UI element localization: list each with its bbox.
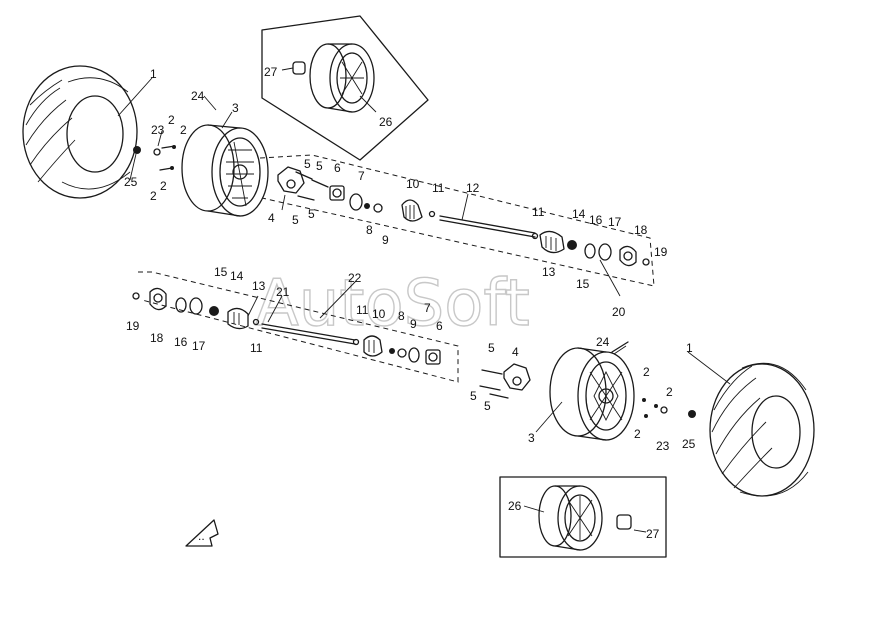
- hub-nuts-lower-right: [642, 398, 696, 418]
- upper-axle-assembly: [259, 154, 655, 287]
- callout-17: 17: [608, 215, 622, 229]
- callout-14: 14: [572, 207, 586, 221]
- callout-9: 9: [410, 317, 417, 331]
- callout-2: 2: [180, 123, 187, 137]
- callout-18: 18: [150, 331, 164, 345]
- callout-27: 27: [264, 65, 278, 79]
- callout-15: 15: [214, 265, 228, 279]
- callout-17: 17: [192, 339, 206, 353]
- callout-11: 11: [532, 205, 545, 219]
- hub-nuts-upper-left: [133, 145, 176, 171]
- callout-2: 2: [666, 385, 673, 399]
- callout-10: 10: [372, 307, 386, 321]
- callout-16: 16: [174, 335, 188, 349]
- callout-24: 24: [596, 335, 610, 349]
- callout-8: 8: [398, 309, 405, 323]
- callout-4: 4: [268, 211, 275, 225]
- callout-8: 8: [366, 223, 373, 237]
- leader-lines: [117, 67, 731, 533]
- callout-9: 9: [382, 233, 389, 247]
- callout-5: 5: [484, 399, 491, 413]
- callout-16: 16: [589, 213, 603, 227]
- callout-11: 11: [432, 181, 445, 195]
- callout-27: 27: [646, 527, 660, 541]
- callout-26: 26: [379, 115, 393, 129]
- direction-arrow-icon: ..: [185, 519, 219, 547]
- callout-21: 21: [276, 285, 290, 299]
- callout-26: 26: [508, 499, 522, 513]
- svg-text:..: ..: [198, 529, 205, 543]
- tire-upper-left: [22, 65, 138, 199]
- rim-inset-lower: [499, 476, 667, 558]
- lower-axle-assembly: [132, 271, 459, 383]
- callout-20: 20: [612, 305, 626, 319]
- callout-19: 19: [126, 319, 140, 333]
- callout-5: 5: [470, 389, 477, 403]
- callout-23: 23: [151, 123, 165, 137]
- callout-19: 19: [654, 245, 668, 259]
- callout-1: 1: [150, 67, 157, 81]
- callout-24: 24: [191, 89, 205, 103]
- callout-2: 2: [150, 189, 157, 203]
- callout-10: 10: [406, 177, 420, 191]
- callout-1: 1: [686, 341, 693, 355]
- callout-25: 25: [682, 437, 696, 451]
- rim-lower-right: [549, 341, 635, 441]
- callout-6: 6: [334, 161, 341, 175]
- callout-23: 23: [656, 439, 670, 453]
- callout-6: 6: [436, 319, 443, 333]
- tire-lower-right: [709, 362, 815, 497]
- callout-2: 2: [160, 179, 167, 193]
- callout-numbers: 1 2 2 2 2 3 4 5 5 5 5 6 7 8 9 10 11 11 1…: [124, 65, 696, 541]
- callout-12: 12: [466, 181, 480, 195]
- callout-2: 2: [634, 427, 641, 441]
- callout-3: 3: [528, 431, 535, 445]
- callout-5: 5: [316, 159, 323, 173]
- callout-13: 13: [542, 265, 556, 279]
- callout-11: 11: [356, 303, 369, 317]
- callout-3: 3: [232, 101, 239, 115]
- callout-7: 7: [358, 169, 365, 183]
- callout-18: 18: [634, 223, 648, 237]
- callout-5: 5: [488, 341, 495, 355]
- callout-5: 5: [292, 213, 299, 227]
- callout-15: 15: [576, 277, 590, 291]
- hub-lower: [479, 363, 531, 399]
- callout-14: 14: [230, 269, 244, 283]
- callout-22: 22: [348, 271, 362, 285]
- callout-5: 5: [308, 207, 315, 221]
- rim-upper-left: [181, 124, 269, 217]
- callout-5: 5: [304, 157, 311, 171]
- watermark: AutoSoft: [255, 267, 530, 341]
- callout-2: 2: [168, 113, 175, 127]
- callout-4: 4: [512, 345, 519, 359]
- callout-13: 13: [252, 279, 266, 293]
- callout-7: 7: [424, 301, 431, 315]
- callout-2: 2: [643, 365, 650, 379]
- callout-25: 25: [124, 175, 138, 189]
- rim-inset-upper: [261, 15, 429, 161]
- callout-11: 11: [250, 341, 263, 355]
